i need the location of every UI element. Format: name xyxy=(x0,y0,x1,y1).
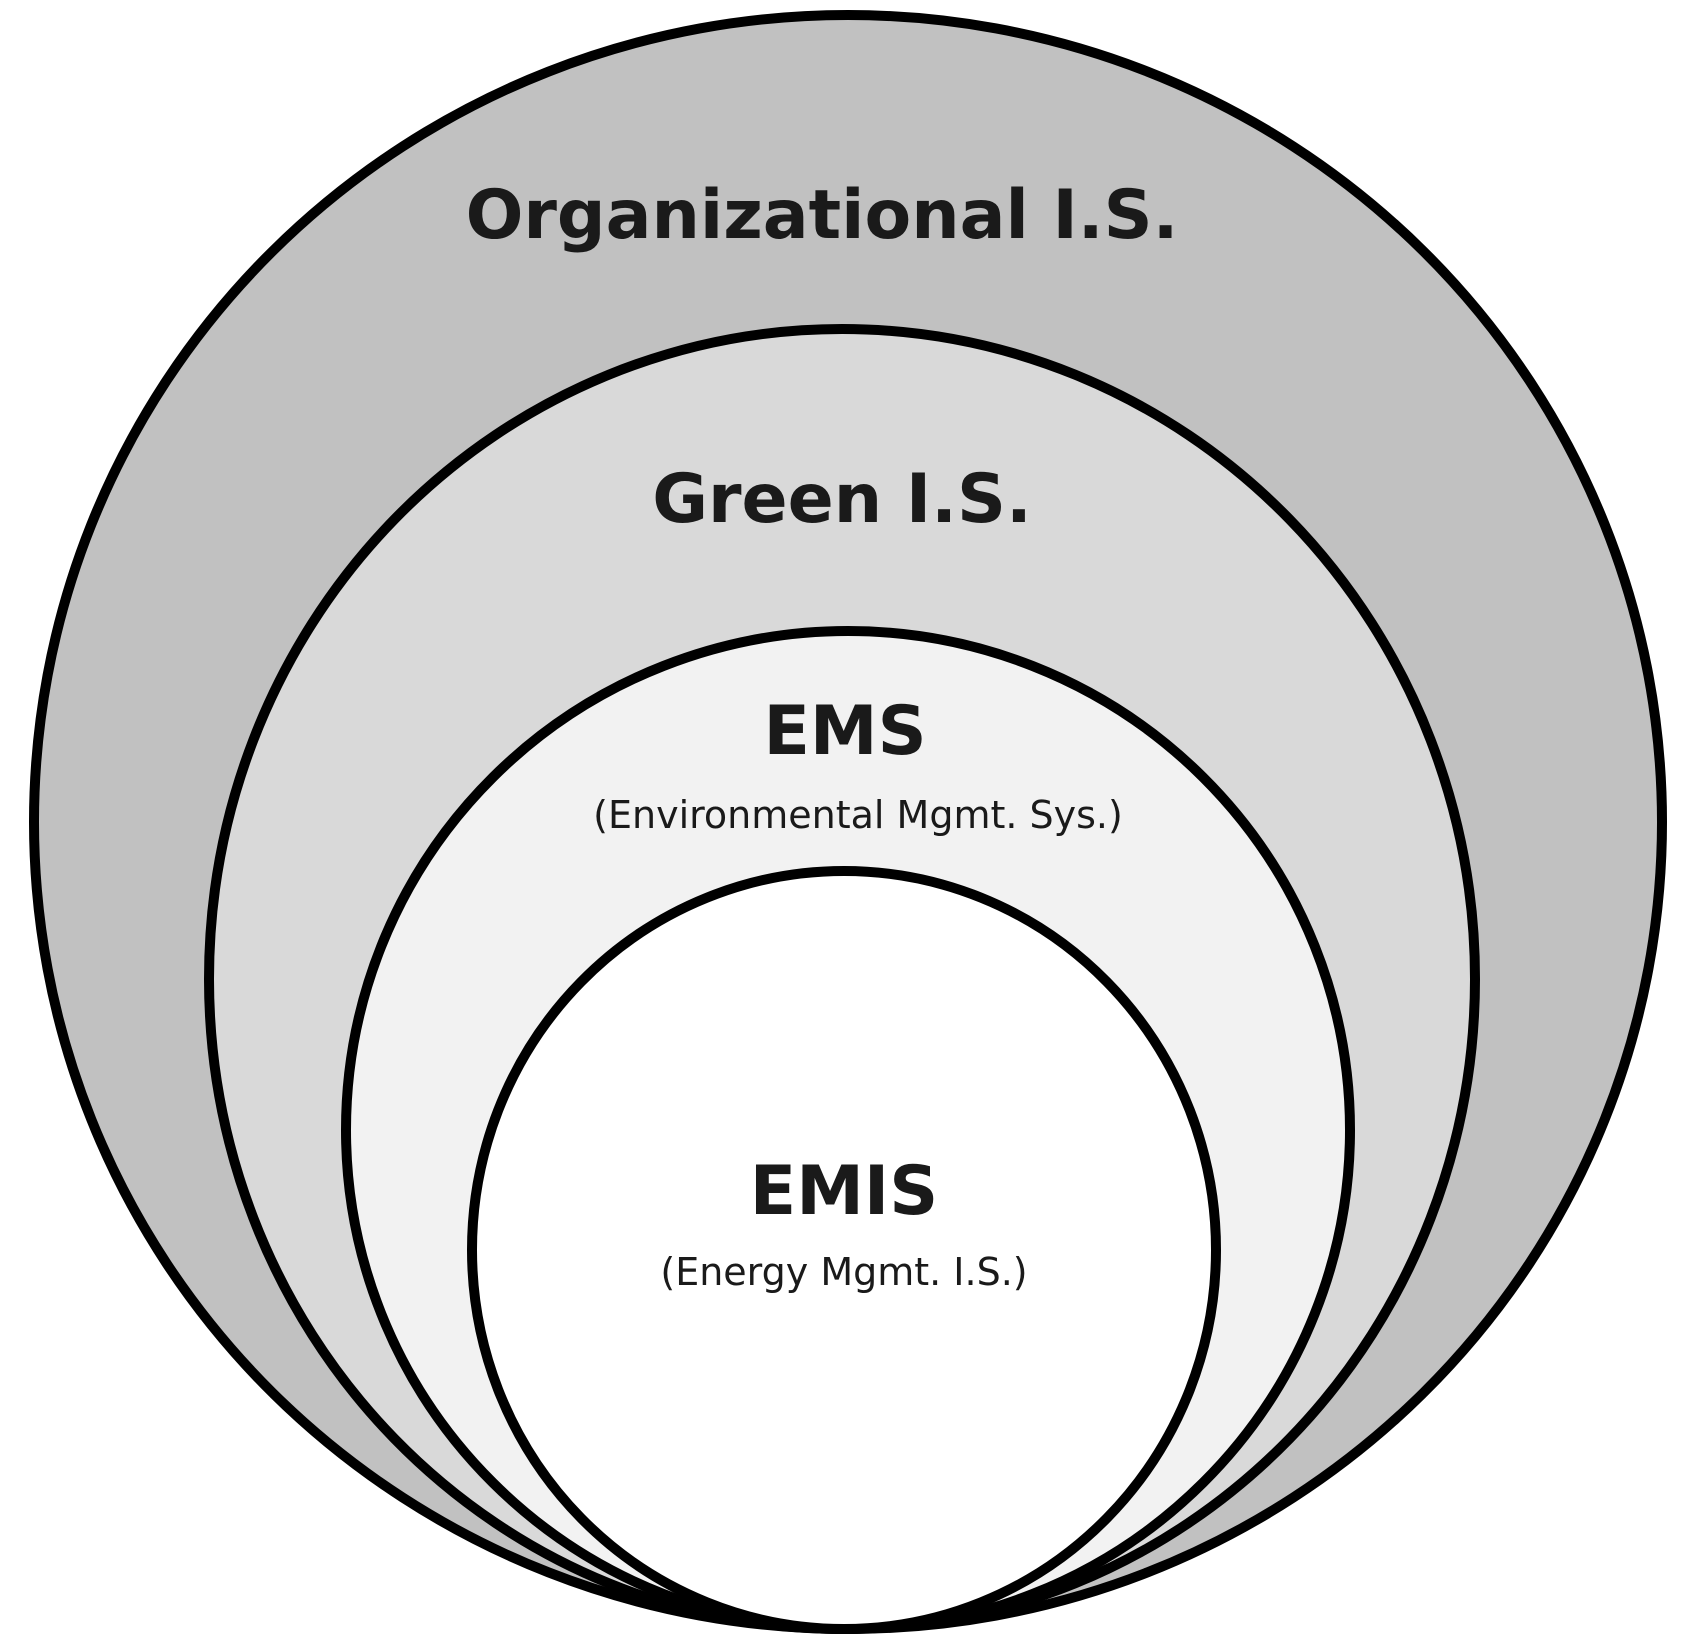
emis-circle xyxy=(467,866,1221,1634)
ems-subtitle: (Environmental Mgmt. Sys.) xyxy=(593,793,1123,837)
emis-subtitle: (Energy Mgmt. I.S.) xyxy=(660,1250,1027,1294)
ems-label: EMS xyxy=(763,692,926,771)
green-is-label: Green I.S. xyxy=(652,460,1032,539)
emis-label: EMIS xyxy=(750,1152,938,1231)
organizational-is-label: Organizational I.S. xyxy=(466,176,1179,255)
